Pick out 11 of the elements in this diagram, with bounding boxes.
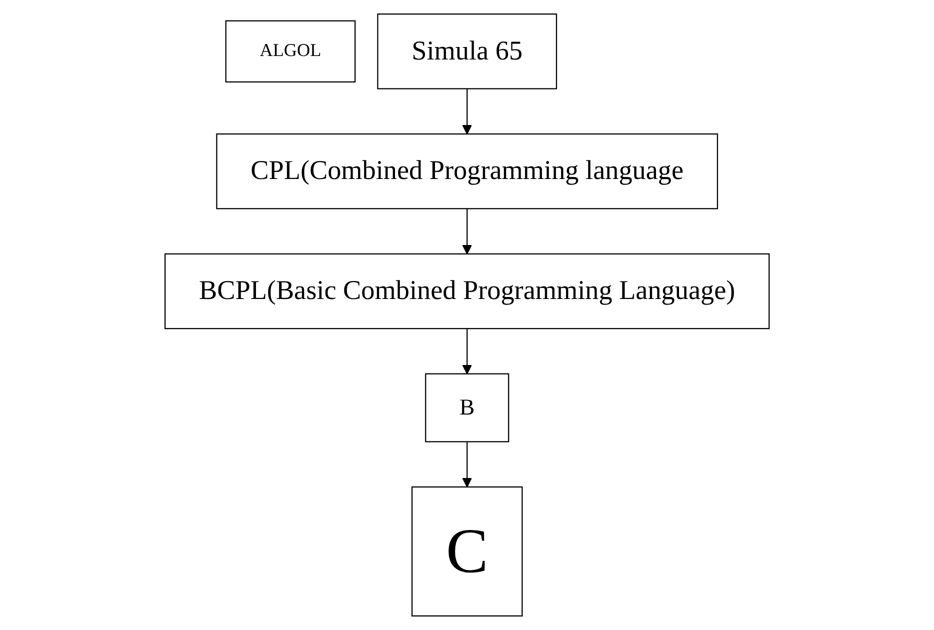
- arrow: [462, 208, 472, 254]
- node-box: [411, 486, 523, 616]
- arrow: [462, 442, 472, 488]
- node-box: [225, 20, 356, 82]
- node-box: [424, 373, 510, 442]
- node-box: [377, 13, 557, 90]
- arrow: [462, 328, 472, 374]
- node-box: [216, 133, 718, 210]
- flowchart-diagram: ALGOL Simula 65 CPL(Combined Programming language BCPL(Basic Combined Programming Language) B C: [156, 5, 778, 625]
- arrow: [462, 88, 472, 134]
- node-box: [164, 253, 770, 330]
